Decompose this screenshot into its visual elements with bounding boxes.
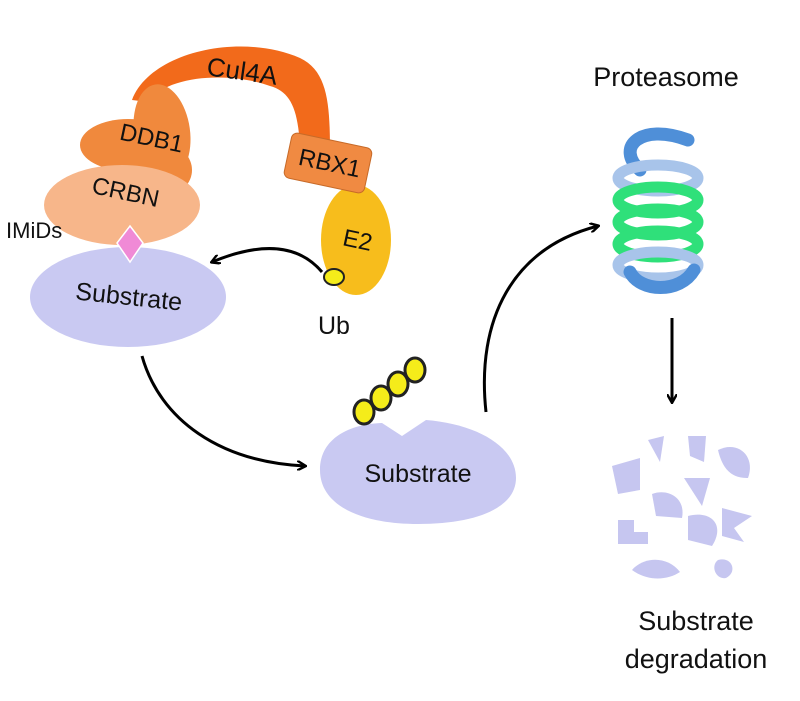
fragment-8 — [688, 514, 718, 546]
degradation-label-line2: degradation — [625, 644, 768, 674]
ubiquitin-3 — [386, 370, 410, 398]
rbx1-shape — [283, 132, 373, 194]
fragment-11 — [714, 559, 733, 579]
e2-label: E2 — [340, 224, 374, 257]
fragment-2 — [688, 436, 706, 462]
substrate-bound: Substrate — [30, 247, 226, 347]
cul4a-protein: Cul4A — [132, 46, 330, 160]
ubiquitin-4 — [403, 356, 427, 384]
fragment-5 — [652, 492, 683, 518]
crbn-shape — [44, 165, 200, 245]
degradation-label-line1: Substrate — [638, 606, 754, 636]
crbn-protein: CRBN — [44, 165, 200, 245]
proteasome-bottom-cap — [623, 263, 701, 294]
fragment-9 — [722, 508, 752, 542]
arrow-ub-transfer — [212, 247, 324, 273]
arrow-to-ubiquitinated — [140, 355, 305, 466]
fragment-1 — [648, 436, 664, 462]
imids-label: IMiDs — [6, 218, 62, 243]
fragment-3 — [718, 446, 750, 478]
rbx1-protein: RBX1 — [283, 132, 373, 194]
substrate-ubiquitinated-label: Substrate — [364, 460, 471, 488]
fragment-6 — [684, 478, 710, 506]
ubiquitin-1 — [352, 398, 376, 426]
substrate-ubiquitinated-shape — [320, 420, 516, 524]
fragment-7 — [618, 520, 648, 544]
polyubiquitin-chain — [352, 356, 427, 426]
imids-molecule — [116, 224, 144, 264]
ubiquitin-2 — [369, 384, 393, 412]
fragment-4 — [612, 458, 640, 494]
substrate-ubiquitinated: Substrate — [320, 420, 516, 524]
e2-shape — [321, 185, 391, 295]
ubiquitin-single — [323, 268, 345, 286]
proteasome-label: Proteasome — [593, 62, 739, 92]
e2-enzyme: E2 — [321, 185, 391, 295]
proteasome — [612, 127, 704, 294]
arrow-to-proteasome — [482, 226, 598, 413]
cul4a-shape — [132, 46, 330, 160]
ub-label: Ub — [318, 312, 350, 340]
substrate-bound-shape — [30, 247, 226, 347]
substrate-fragments — [612, 436, 752, 579]
fragment-10 — [632, 559, 680, 579]
